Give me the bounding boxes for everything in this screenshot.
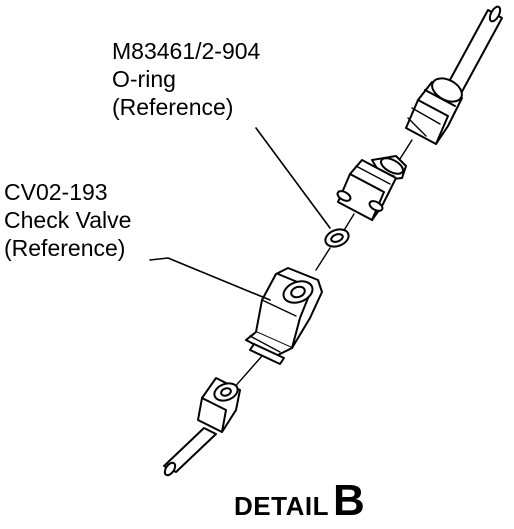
axis-line-bottom bbox=[231, 355, 263, 391]
oring-name: O-ring bbox=[112, 66, 176, 92]
callout-check-valve: CV02-193 Check Valve (Reference) bbox=[4, 178, 131, 262]
axis-line-lower bbox=[315, 247, 331, 271]
o-ring bbox=[324, 228, 350, 248]
detail-letter: B bbox=[332, 476, 365, 525]
check-valve-body bbox=[245, 267, 323, 365]
lower-tube-nut bbox=[197, 377, 241, 433]
leader-line-oring bbox=[255, 127, 331, 229]
adapter-fitting bbox=[336, 155, 407, 221]
upper-tube-nut bbox=[405, 77, 463, 145]
oring-part-number: M83461/2-904 bbox=[112, 38, 261, 64]
axis-line-mid bbox=[342, 213, 355, 233]
detail-title: DETAILB bbox=[234, 476, 365, 526]
lower-tube bbox=[163, 427, 217, 477]
callout-oring: M83461/2-904 O-ring (Reference) bbox=[112, 37, 260, 121]
oring-note: (Reference) bbox=[112, 94, 234, 120]
check-valve-part-number: CV02-193 bbox=[4, 179, 108, 205]
leader-line-check-valve bbox=[149, 257, 271, 301]
detail-word: DETAIL bbox=[234, 491, 329, 521]
check-valve-name: Check Valve bbox=[4, 207, 132, 233]
axis-line-upper bbox=[397, 139, 413, 163]
check-valve-note: (Reference) bbox=[4, 235, 126, 261]
